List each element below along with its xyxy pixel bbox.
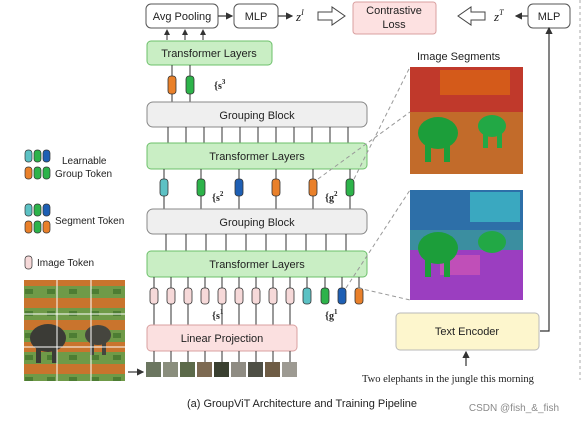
image-patches-strip [146,362,297,377]
legend-segment-token: Segment Token [24,203,124,234]
transformer-mid-label: Transformer Layers [209,151,305,163]
token-s3-orange [167,75,177,95]
s3-label: {s3 [214,78,226,92]
transformer-top-label: Transformer Layers [161,48,257,60]
contrastive-line-2: Loss [382,19,406,31]
transformer-low-label: Transformer Layers [209,259,305,271]
transformer-layers-mid: Transformer Layers [146,142,368,170]
image-segments-title: Image Segments [417,51,501,63]
z-image-symbol: zI [295,8,304,24]
g1-label: {g1 [325,308,338,322]
g2-label: {g2 [325,190,338,204]
linear-projection-label: Linear Projection [181,333,264,345]
grouping-2-label: Grouping Block [219,217,295,229]
linear-projection-box: Linear Projection [146,324,298,352]
segment-image-1 [410,67,523,174]
segment-image-2 [410,190,523,300]
legend-learnable-group-token: Learnable Group Token [24,149,112,180]
mlp-left-box: MLP [233,3,279,29]
transformer-layers-top: Transformer Layers [146,40,273,66]
legend-image-token: Image Token [24,255,94,270]
transformer-layers-low: Transformer Layers [146,250,368,278]
mlp-right-box: MLP [527,3,571,29]
legend-learnable-line-2: Group Token [55,169,112,180]
input-image [24,280,125,381]
contrastive-line-1: Contrastive [366,5,422,17]
text-caption-input: Two elephants in the jungle this morning [362,374,535,385]
grouping-block-1: Grouping Block [146,101,368,128]
avg-pooling-box: Avg Pooling [145,3,219,29]
token-s3-green [185,75,195,95]
token-s2-4 [271,178,281,197]
mlp-right-label: MLP [538,11,561,23]
token-s2-3 [234,178,244,197]
grouping-1-label: Grouping Block [219,110,295,122]
watermark: CSDN @fish_&_fish [469,403,559,414]
contrastive-loss-box: Contrastive Loss [352,1,437,35]
token-s2-1 [159,178,169,197]
token-g2-orange [308,178,318,197]
avg-pooling-label: Avg Pooling [153,11,212,23]
legend-learnable-line-1: Learnable [62,156,107,167]
legend-segment-label: Segment Token [55,216,124,227]
figure-caption: (a) GroupViT Architecture and Training P… [187,398,417,410]
z-text-symbol: zT [493,8,504,24]
legend-image-label: Image Token [37,258,94,269]
token-g2-green [345,178,355,197]
text-encoder-box: Text Encoder [395,312,540,351]
token-s2-2 [196,178,206,197]
s2-label: {s2 [212,190,224,204]
image-token-row [149,287,364,305]
grouping-block-2: Grouping Block [146,208,368,235]
text-encoder-label: Text Encoder [435,326,500,338]
mlp-left-label: MLP [245,11,268,23]
